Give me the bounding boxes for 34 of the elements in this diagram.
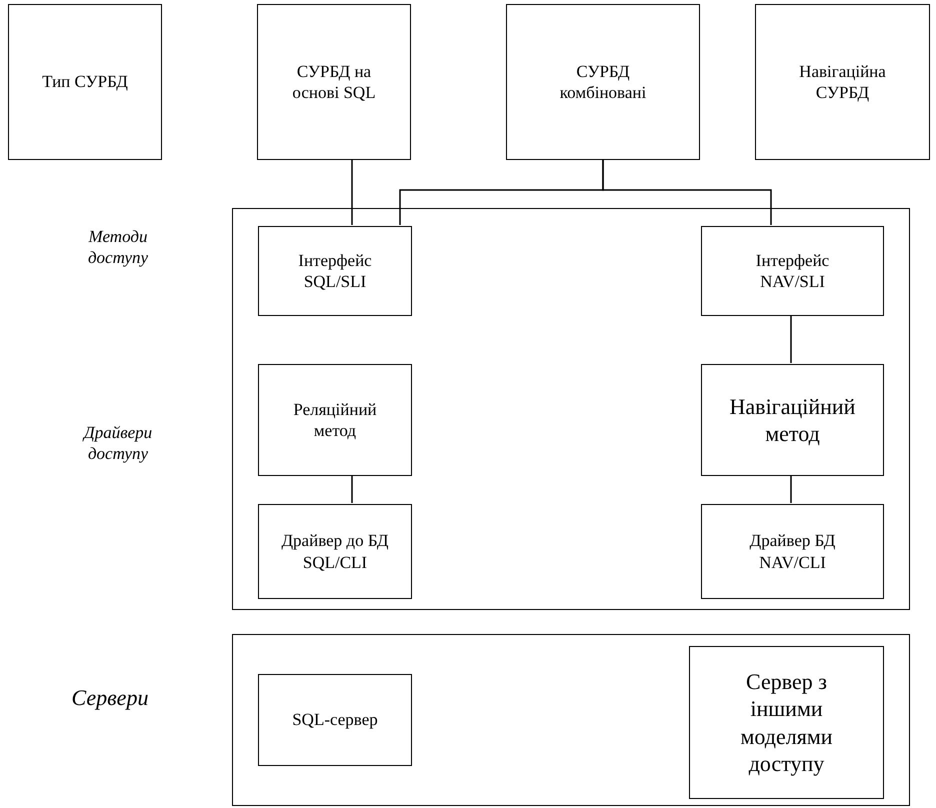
box-label: Реляційний метод: [292, 398, 378, 442]
connector-line: [790, 315, 792, 363]
connector-line: [351, 475, 353, 503]
box-label: Драйвер до БД SQL/CLI: [280, 530, 390, 573]
box-label: Навігаційний метод: [728, 392, 856, 448]
row-label: Сервери: [70, 684, 150, 712]
group-frame: [232, 208, 910, 610]
process-box: [701, 504, 884, 599]
process-box: [257, 4, 411, 160]
box-label: Інтерфейс SQL/SLI: [297, 250, 373, 292]
box-label: Драйвер БД NAV/CLI: [748, 530, 836, 573]
box-label: СУРБД на основі SQL: [291, 60, 377, 104]
process-box: [506, 4, 700, 160]
row-label: Методи доступу: [86, 226, 150, 268]
box-label: Тип СУРБД: [42, 71, 128, 93]
process-box: [258, 364, 412, 476]
process-box: [258, 504, 412, 599]
connector-line: [351, 160, 353, 225]
box-label: SQL-сервер: [292, 709, 378, 731]
row-label: Драйвери доступу: [82, 422, 154, 464]
process-box: [689, 646, 884, 799]
group-frame: [232, 634, 910, 806]
process-box: [701, 226, 884, 316]
process-box: [8, 4, 162, 160]
box-label: Сервер з іншими моделями доступу: [739, 668, 834, 778]
connector-line: [790, 475, 792, 503]
process-box: [258, 674, 412, 766]
box-label: Навігаційна СУРБД: [798, 60, 887, 104]
process-box: [755, 4, 930, 160]
connector-line: [602, 160, 772, 225]
process-box: [258, 226, 412, 316]
box-label: Інтерфейс NAV/SLI: [754, 250, 830, 292]
process-box: [701, 364, 884, 476]
box-label: СУРБД комбіновані: [558, 60, 648, 104]
